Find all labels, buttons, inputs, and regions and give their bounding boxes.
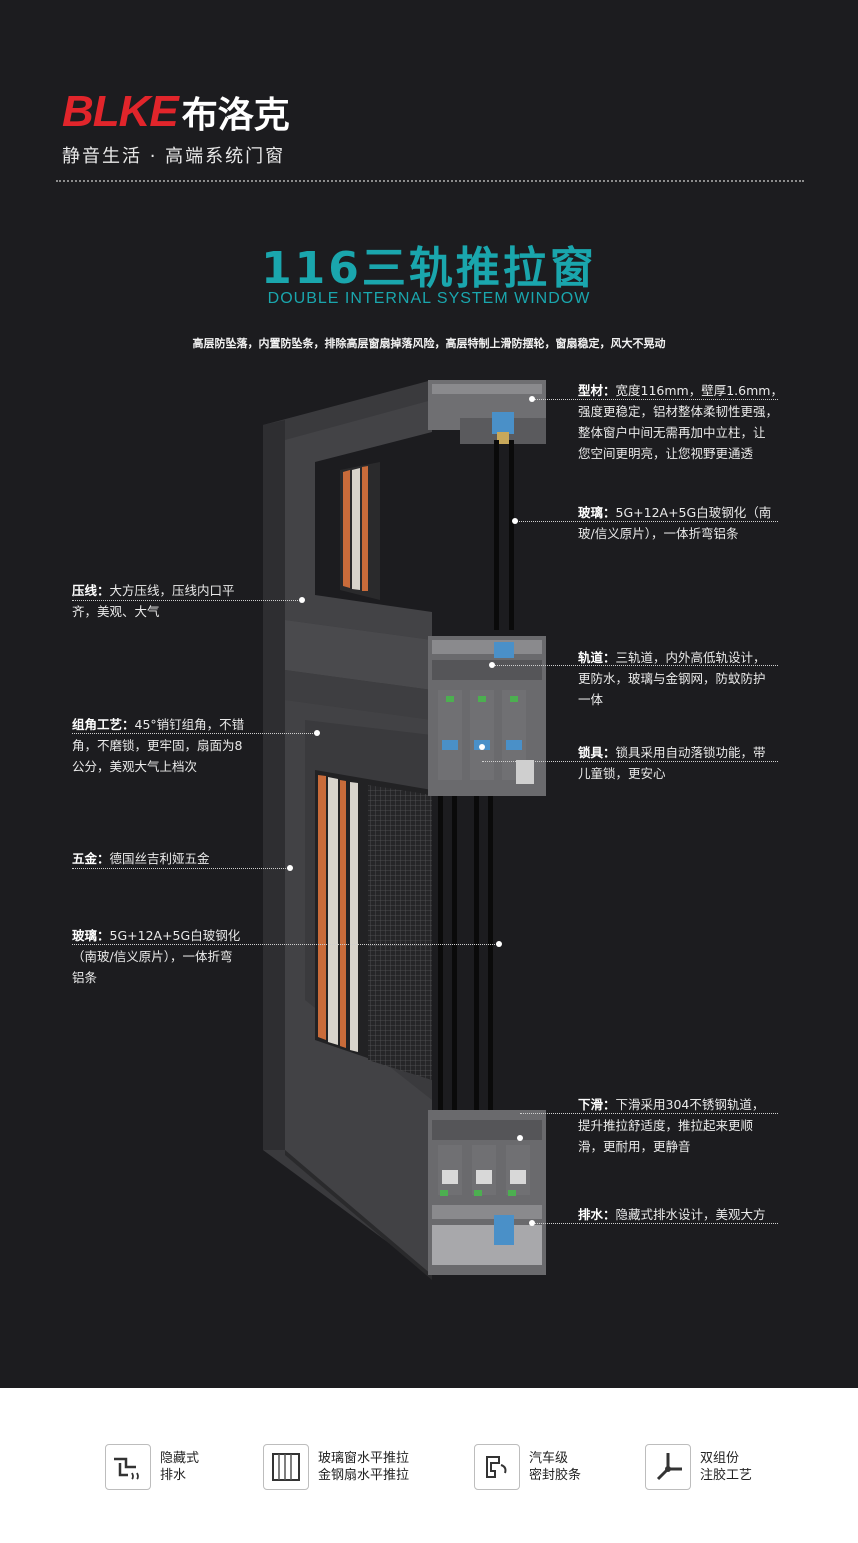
leader-dot-drain (529, 1220, 535, 1226)
leader-dot-corner (314, 730, 320, 736)
annotation-line: 角，不磨锁，更牢固，扇面为8 (72, 738, 243, 753)
leader-dot-glass-top (512, 518, 518, 524)
sliding-panel-icon (263, 1444, 309, 1490)
annotation-line: 一体 (578, 692, 604, 707)
leader-lock (482, 761, 778, 762)
annotation-key: 锁具： (578, 745, 616, 760)
product-title: 116三轨推拉窗 (261, 243, 597, 294)
feature-sliding: 玻璃窗水平推拉 金钢扇水平推拉 (263, 1442, 409, 1492)
annotation-line: 强度更稳定，铝材整体柔韧性更强， (578, 404, 779, 419)
annotation-key: 型材： (578, 383, 616, 398)
logo-chinese: 布洛克 (181, 95, 290, 136)
leader-dot-bead (299, 597, 305, 603)
annotation-line: 45°销钉组角，不错 (134, 717, 245, 732)
annotation-line: 提升推拉舒适度，推拉起来更顺 (578, 1118, 754, 1133)
leader-dot-glass-bottom (496, 941, 502, 947)
feature-line: 双组份 (700, 1451, 740, 1466)
annotation-line: 整体窗户中间无需再加中立柱，让 (578, 425, 766, 440)
drain-icon (105, 1444, 151, 1490)
annotation-glass-top: 玻璃：5G+12A+5G白玻钢化（南 玻/信义原片），一体折弯铝条 (578, 502, 818, 544)
annotation-line: 德国丝吉利娅五金 (109, 851, 210, 866)
annotation-line: 5G+12A+5G白玻钢化 (109, 928, 241, 943)
leader-track (492, 665, 778, 666)
annotation-glass-bottom: 玻璃：5G+12A+5G白玻钢化 （南玻/信义原片），一体折弯 铝条 (72, 925, 302, 988)
annotation-line: 玻/信义原片），一体折弯铝条 (578, 526, 739, 541)
leader-dot-profile (529, 396, 535, 402)
injection-corner-icon (645, 1444, 691, 1490)
leader-profile (532, 399, 778, 400)
feature-line: 汽车级 (529, 1451, 569, 1466)
annotation-line: 5G+12A+5G白玻钢化（南 (615, 505, 772, 520)
annotation-line: 儿童锁，更安心 (578, 766, 666, 781)
feature-line: 金钢扇水平推拉 (318, 1468, 410, 1483)
annotation-line: 宽度116mm，壁厚1.6mm， (615, 383, 783, 398)
annotation-lock: 锁具：锁具采用自动落锁功能，带 儿童锁，更安心 (578, 742, 818, 784)
feature-injection: 双组份 注胶工艺 (645, 1442, 752, 1492)
feature-line: 隐藏式 (160, 1451, 200, 1466)
window-section-illustration (263, 380, 546, 1280)
leader-hardware (72, 868, 290, 869)
leader-dot-hardware (287, 865, 293, 871)
annotation-bead: 压线：大方压线，压线内口平 齐，美观、大气 (72, 580, 302, 622)
annotation-profile: 型材：宽度116mm，壁厚1.6mm， 强度更稳定，铝材整体柔韧性更强， 整体窗… (578, 380, 818, 464)
annotation-key: 玻璃： (578, 505, 616, 520)
leader-bead (72, 600, 302, 601)
annotation-line: 您空间更明亮，让您视野更通透 (578, 446, 754, 461)
annotation-line: 大方压线，压线内口平 (109, 583, 235, 598)
annotation-line: （南玻/信义原片），一体折弯 (72, 949, 233, 964)
annotation-key: 玻璃： (72, 928, 110, 943)
brand-logo: BLKE 布洛克 (62, 87, 290, 136)
annotation-track: 轨道：三轨道，内外高低轨设计， 更防水，玻璃与金钢网，防蚊防护 一体 (578, 647, 818, 710)
leader-dot-slide (517, 1135, 523, 1141)
annotation-key: 五金： (72, 851, 110, 866)
feature-line: 排水 (160, 1468, 187, 1483)
annotation-line: 公分，美观大气上档次 (72, 759, 198, 774)
leader-dot-track (489, 662, 495, 668)
leader-drain (532, 1223, 778, 1224)
logo-latin: BLKE (62, 87, 179, 136)
annotation-line: 齐，美观、大气 (72, 604, 160, 619)
seal-strip-icon (474, 1444, 520, 1490)
leader-glass-top (515, 521, 778, 522)
annotation-key: 轨道： (578, 650, 616, 665)
feature-line: 密封胶条 (529, 1468, 582, 1483)
annotation-drain: 排水：隐藏式排水设计，美观大方 (578, 1204, 818, 1225)
annotation-slide: 下滑：下滑采用304不锈钢轨道， 提升推拉舒适度，推拉起来更顺 滑，更耐用，更静… (578, 1094, 818, 1157)
feature-seal: 汽车级 密封胶条 (474, 1442, 581, 1492)
product-intro: 高层防坠落，内置防坠条，排除高层窗扇掉落风险，高层特制上滑防摆轮，窗扇稳定，风大… (192, 337, 666, 350)
annotation-hardware: 五金：德国丝吉利娅五金 (72, 848, 302, 869)
dotted-divider (56, 180, 804, 182)
annotation-line: 隐藏式排水设计，美观大方 (615, 1207, 766, 1222)
product-subtitle: DOUBLE INTERNAL SYSTEM WINDOW (267, 290, 591, 307)
annotation-key: 排水： (578, 1207, 616, 1222)
annotation-key: 压线： (72, 583, 110, 598)
feature-line: 注胶工艺 (700, 1468, 753, 1483)
annotation-line: 铝条 (72, 970, 98, 985)
annotation-key: 下滑： (578, 1097, 616, 1112)
brand-slogan: 静音生活 · 高端系统门窗 (62, 146, 286, 167)
annotation-line: 锁具采用自动落锁功能，带 (615, 745, 766, 760)
annotation-corner: 组角工艺：45°销钉组角，不错 角，不磨锁，更牢固，扇面为8 公分，美观大气上档… (72, 714, 302, 777)
feature-drain: 隐藏式 排水 (105, 1442, 199, 1492)
leader-glass-bottom (72, 944, 499, 945)
annotation-line: 下滑采用304不锈钢轨道， (615, 1097, 765, 1112)
annotation-line: 更防水，玻璃与金钢网，防蚊防护 (578, 671, 766, 686)
leader-slide (520, 1113, 778, 1114)
leader-corner (72, 733, 317, 734)
annotation-key: 组角工艺： (72, 717, 135, 732)
feature-line: 玻璃窗水平推拉 (318, 1451, 410, 1466)
leader-dot-lock (479, 744, 485, 750)
annotation-line: 三轨道，内外高低轨设计， (615, 650, 766, 665)
annotation-line: 滑，更耐用，更静音 (578, 1139, 691, 1154)
